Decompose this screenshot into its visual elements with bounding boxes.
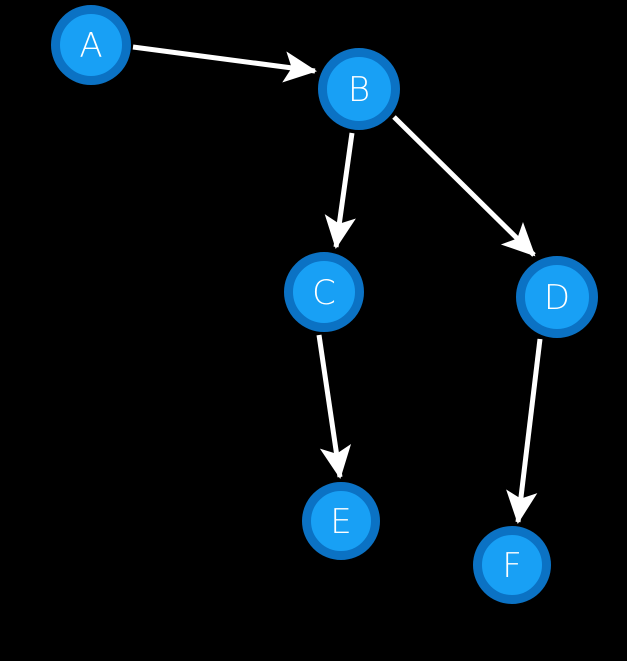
node-a[interactable]: A [51, 5, 131, 85]
node-c[interactable]: C [284, 252, 364, 332]
edges-layer [132, 44, 543, 524]
node-circle [318, 48, 400, 130]
edge-d-to-f [506, 338, 543, 524]
node-d[interactable]: D [516, 256, 598, 338]
nodes-layer: A B C D E F [51, 5, 598, 604]
node-label: E [330, 502, 351, 542]
node-b[interactable]: B [318, 48, 400, 130]
edge-b-to-c [324, 132, 356, 249]
node-circle [516, 256, 598, 338]
node-circle [51, 5, 131, 85]
node-label: D [544, 278, 570, 318]
node-label: F [502, 546, 522, 586]
node-f[interactable]: F [473, 526, 551, 604]
node-label: A [79, 26, 102, 66]
node-label: C [312, 273, 336, 313]
node-circle [302, 482, 380, 560]
edge-c-to-e [316, 334, 352, 479]
node-label: B [348, 70, 370, 110]
node-circle [473, 526, 551, 604]
edge-b-to-d [392, 115, 536, 257]
node-circle [284, 252, 364, 332]
edge-a-to-b [132, 44, 317, 83]
node-e[interactable]: E [302, 482, 380, 560]
